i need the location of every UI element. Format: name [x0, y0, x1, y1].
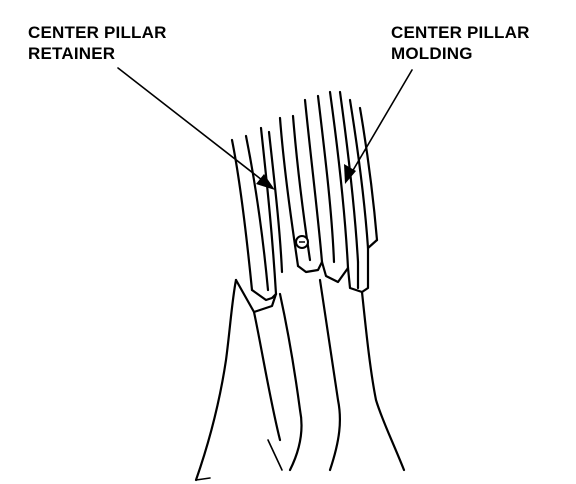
label-molding-line2: MOLDING: [391, 44, 473, 63]
label-center-pillar-retainer: CENTER PILLAR RETAINER: [28, 22, 167, 64]
center-pillar-molding: [278, 90, 379, 294]
center-pillar-retainer: [230, 126, 284, 302]
label-retainer-line1: CENTER PILLAR: [28, 23, 167, 42]
label-retainer-line2: RETAINER: [28, 44, 116, 63]
label-center-pillar-molding: CENTER PILLAR MOLDING: [391, 22, 530, 64]
pillar-trim-panel: [194, 278, 406, 482]
label-molding-line1: CENTER PILLAR: [391, 23, 530, 42]
leader-line-retainer: [117, 67, 275, 190]
